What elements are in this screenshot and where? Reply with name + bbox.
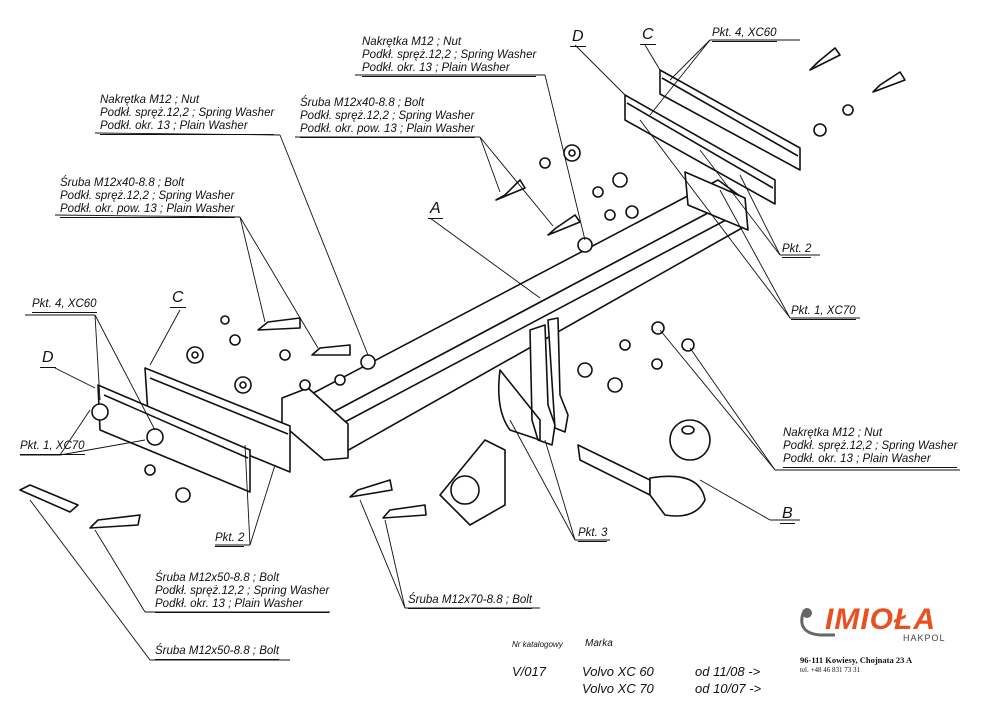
label-line: Śruba M12x40-8.8 ; Bolt (300, 97, 425, 109)
label-line: Podkł. okr. 13 ; Plain Washer (783, 453, 958, 468)
part-letter-c-left: C (170, 289, 186, 308)
part-letter-b: B (780, 505, 795, 524)
label-line: Nakrętka M12 ; Nut (100, 94, 200, 106)
brand-logo: IMIOŁA HAKPOL (795, 603, 975, 643)
brand-name: IMIOŁA (825, 603, 936, 636)
label-nut-left: Nakrętka M12 ; Nut Podkł. spręż.12,2 ; S… (100, 94, 275, 135)
label-line: Podkł. spręż.12,2 ; Spring Washer (783, 440, 958, 452)
bracket-plate-d-right (624, 94, 776, 205)
bracket-plate-c-left (144, 367, 291, 473)
part-letter-d-top: D (570, 28, 586, 47)
label-bolt70: Śruba M12x70-8.8 ; Bolt (408, 594, 533, 609)
leader-lines (20, 39, 960, 661)
catalog-model-2: Volvo XC 70 (582, 681, 654, 696)
drop-bracket (497, 317, 569, 446)
bracket-plate-c-right (659, 69, 801, 171)
crossbar-a (281, 171, 749, 461)
bolts (19, 47, 906, 529)
label-line: Podkł. spręż.12,2 ; Spring Washer (60, 190, 235, 202)
label-line: Śruba M12x50-8.8 ; Bolt (155, 572, 280, 584)
label-pkt4-left: Pkt. 4, XC60 (32, 298, 97, 313)
catalog-nr-header: Nr katalogowy (512, 640, 563, 649)
brand-phone: tel. +48 46 831 73 31 (800, 666, 860, 674)
label-line: Nakrętka M12 ; Nut (362, 36, 462, 48)
label-bolt50-b: Śruba M12x50-8.8 ; Bolt (155, 645, 280, 660)
part-letter-c-top: C (640, 26, 656, 45)
catalog-model-1: Volvo XC 60 (582, 664, 654, 679)
label-line: Śruba M12x40-8.8 ; Bolt (60, 177, 185, 189)
tow-ball-b (577, 419, 711, 517)
label-pkt1-left: Pkt. 1, XC70 (20, 440, 85, 455)
part-letter-d-left: D (40, 349, 56, 368)
label-line: Podkł. okr. 13 ; Plain Washer (362, 62, 537, 77)
label-pkt2-right: Pkt. 2 (782, 243, 812, 258)
label-line: Podkł. spręż.12,2 ; Spring Washer (300, 110, 475, 122)
brand-address: 96-111 Kowiesy, Chojnata 23 A (800, 655, 913, 665)
label-line: Podkł. okr. 13 ; Plain Washer (155, 598, 330, 613)
label-line: Podkł. spręż.12,2 ; Spring Washer (362, 49, 537, 61)
nuts-and-washers (91, 104, 854, 503)
label-nut-top: Nakrętka M12 ; Nut Podkł. spręż.12,2 ; S… (362, 36, 537, 77)
label-line: Podkł. spręż.12,2 ; Spring Washer (155, 585, 330, 597)
label-nut-right: Nakrętka M12 ; Nut Podkł. spręż.12,2 ; S… (783, 427, 958, 468)
brand-sub: HAKPOL (903, 633, 946, 643)
label-pkt3: Pkt. 3 (578, 527, 608, 542)
label-line: Podkł. spręż.12,2 ; Spring Washer (100, 107, 275, 119)
label-line: Podkł. okr. pow. 13 ; Plain Washer (60, 203, 235, 218)
label-pkt2-left: Pkt. 2 (215, 532, 245, 547)
hook-logo-icon (800, 608, 835, 637)
electrical-socket-plate (439, 439, 506, 526)
catalog-date-2: od 10/07 -> (695, 681, 762, 696)
label-bolt50-a: Śruba M12x50-8.8 ; Bolt Podkł. spręż.12,… (155, 572, 330, 613)
label-bolt40-mid: Śruba M12x40-8.8 ; Bolt Podkł. spręż.12,… (300, 97, 475, 138)
catalog-number: V/017 (512, 664, 546, 679)
catalog-marka-header: Marka (585, 638, 613, 649)
catalog-date-1: od 11/08 -> (695, 664, 761, 679)
label-pkt4-top: Pkt. 4, XC60 (712, 27, 777, 42)
brand-contact: 96-111 Kowiesy, Chojnata 23 A tel. +48 4… (800, 655, 912, 675)
label-bolt40-left: Śruba M12x40-8.8 ; Bolt Podkł. spręż.12,… (60, 177, 235, 218)
label-line: Podkł. okr. 13 ; Plain Washer (100, 120, 275, 135)
part-letter-a: A (428, 200, 443, 219)
label-line: Nakrętka M12 ; Nut (783, 427, 883, 439)
label-line: Podkł. okr. pow. 13 ; Plain Washer (300, 123, 475, 138)
label-pkt1-right: Pkt. 1, XC70 (791, 305, 856, 320)
